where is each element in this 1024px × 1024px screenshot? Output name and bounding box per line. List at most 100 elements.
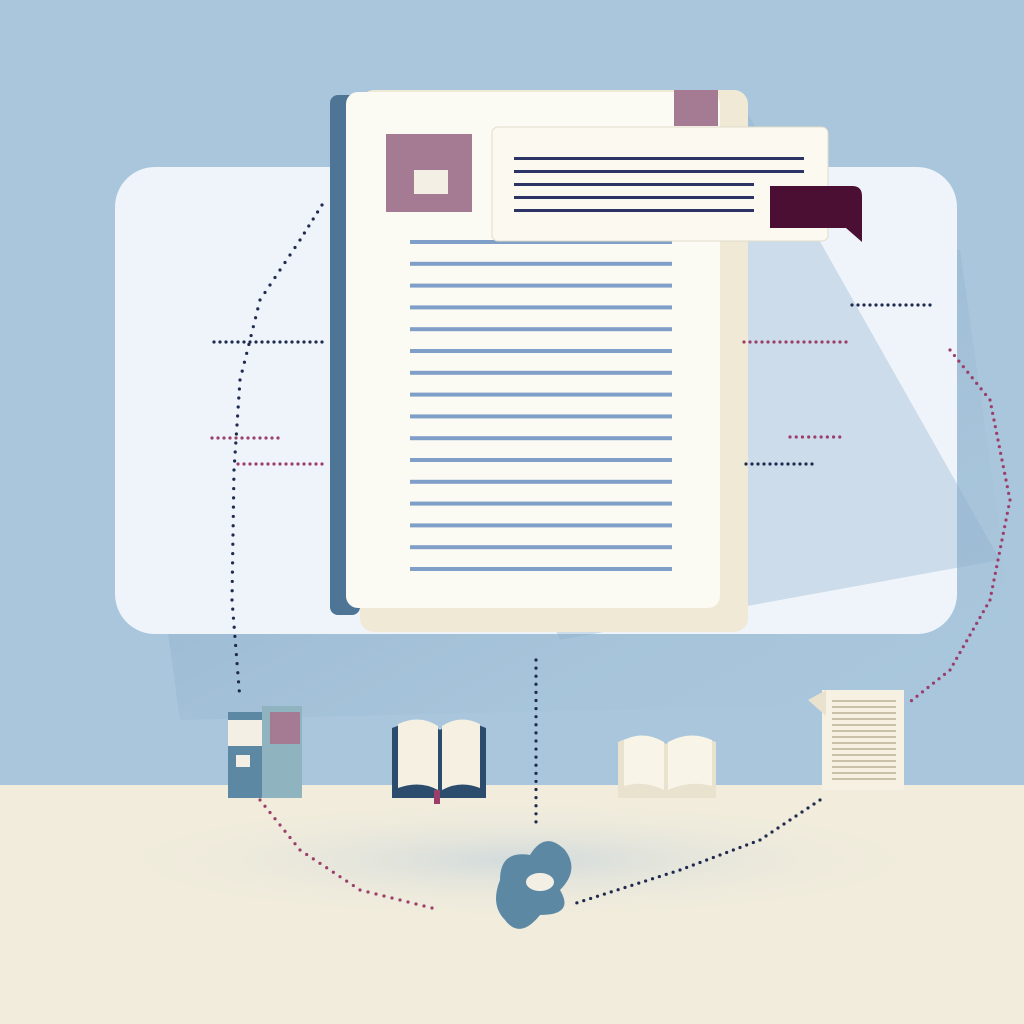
- connector-dot: [272, 340, 276, 344]
- connector-dot: [595, 894, 600, 898]
- text-line: [410, 327, 672, 332]
- text-line: [410, 458, 672, 462]
- connector-dot: [296, 462, 300, 466]
- connector-dot: [958, 650, 962, 655]
- header-line: [514, 183, 754, 186]
- header-card: [491, 126, 829, 242]
- connector-dot: [955, 656, 959, 660]
- connector-dot: [975, 621, 979, 625]
- connector-dot: [965, 639, 969, 643]
- connector-dot: [910, 303, 914, 307]
- connector-dot: [308, 462, 312, 466]
- connector-dot: [236, 680, 241, 684]
- connector-dot: [248, 462, 252, 466]
- connector-dot: [951, 662, 955, 666]
- connector-dot: [678, 868, 682, 872]
- connector-dot: [240, 436, 244, 440]
- connector-dot: [705, 858, 709, 862]
- connector-dot: [240, 369, 244, 373]
- text-line: [410, 479, 672, 484]
- connector-dot: [284, 340, 288, 344]
- connector-dot: [1000, 458, 1004, 462]
- connector-dot: [308, 340, 312, 344]
- text-line: [410, 240, 672, 244]
- connector-dot: [772, 340, 776, 344]
- connector-dot: [589, 896, 593, 901]
- connector-dot: [814, 340, 818, 344]
- connector-dot: [1000, 538, 1004, 542]
- connector-dot: [534, 787, 538, 792]
- connector-dot: [242, 462, 246, 466]
- connector-dot: [325, 866, 329, 870]
- connector-dot: [988, 398, 992, 402]
- connector-dot: [952, 353, 957, 358]
- connector-dot: [788, 435, 792, 439]
- image-placeholder-icon: [386, 134, 472, 212]
- connector-dot: [216, 436, 220, 440]
- header-line: [514, 209, 754, 212]
- text-line: [410, 349, 672, 353]
- connector-dot: [718, 853, 722, 857]
- connector-dot: [691, 863, 695, 867]
- connector-dot: [979, 387, 983, 391]
- connector-dot: [575, 901, 579, 905]
- doc-line: [832, 778, 896, 780]
- connector-dot: [231, 533, 235, 537]
- connector-dot: [812, 802, 816, 806]
- connector-dot: [794, 435, 798, 439]
- connector-dot: [278, 823, 282, 827]
- text-line: [410, 305, 672, 310]
- connector-dot: [351, 883, 355, 888]
- connector-dot: [792, 462, 796, 466]
- doc-line: [832, 754, 896, 756]
- connector-dot: [278, 268, 282, 272]
- connector-dot: [233, 634, 237, 638]
- text-line: [410, 414, 672, 419]
- connector-dot: [831, 435, 836, 439]
- dotted-connectors: [210, 203, 1012, 910]
- connector-dot: [268, 283, 272, 287]
- connector-dot: [985, 604, 989, 608]
- connector-dot: [534, 658, 538, 662]
- document-text-lines: [410, 240, 672, 571]
- connector-dot: [898, 303, 902, 307]
- connector-dot: [818, 798, 822, 802]
- connector-dot: [534, 820, 538, 824]
- connector-dot: [224, 340, 228, 344]
- connector-dot: [754, 340, 758, 344]
- connector-dot: [273, 817, 277, 821]
- connector-dot: [784, 340, 788, 344]
- connector-dot: [258, 298, 262, 302]
- connector-dot: [534, 755, 538, 759]
- connector-dot: [997, 445, 1001, 449]
- connector-dot: [992, 578, 996, 582]
- connector-dot: [236, 414, 240, 418]
- connector-dot: [904, 303, 908, 307]
- connector-dot: [302, 462, 306, 466]
- connector-dot: [264, 436, 268, 440]
- connector-dot: [253, 316, 258, 320]
- connector-dot: [756, 462, 760, 466]
- connector-dot: [320, 340, 324, 344]
- connector-dot: [320, 462, 324, 466]
- connector-dot: [236, 340, 240, 344]
- connector-dot: [832, 340, 836, 344]
- connector-dot: [247, 342, 251, 347]
- connector-dot: [644, 879, 648, 883]
- connector-dot: [1001, 531, 1005, 535]
- doc-line: [832, 742, 896, 744]
- connector-dot: [970, 376, 974, 380]
- connector-dot: [798, 462, 802, 466]
- flower-icon: [496, 841, 572, 929]
- books-icon: [228, 706, 302, 798]
- connector-dot: [238, 378, 242, 382]
- connector-dot: [278, 340, 282, 344]
- connector-dot: [922, 303, 926, 307]
- connector-dot: [807, 435, 811, 439]
- connector-dot: [623, 885, 627, 890]
- connector-dot: [237, 387, 241, 391]
- connector-dot: [293, 842, 297, 846]
- connector-dot: [758, 838, 762, 842]
- text-line: [410, 501, 672, 506]
- connector-dot: [991, 411, 995, 415]
